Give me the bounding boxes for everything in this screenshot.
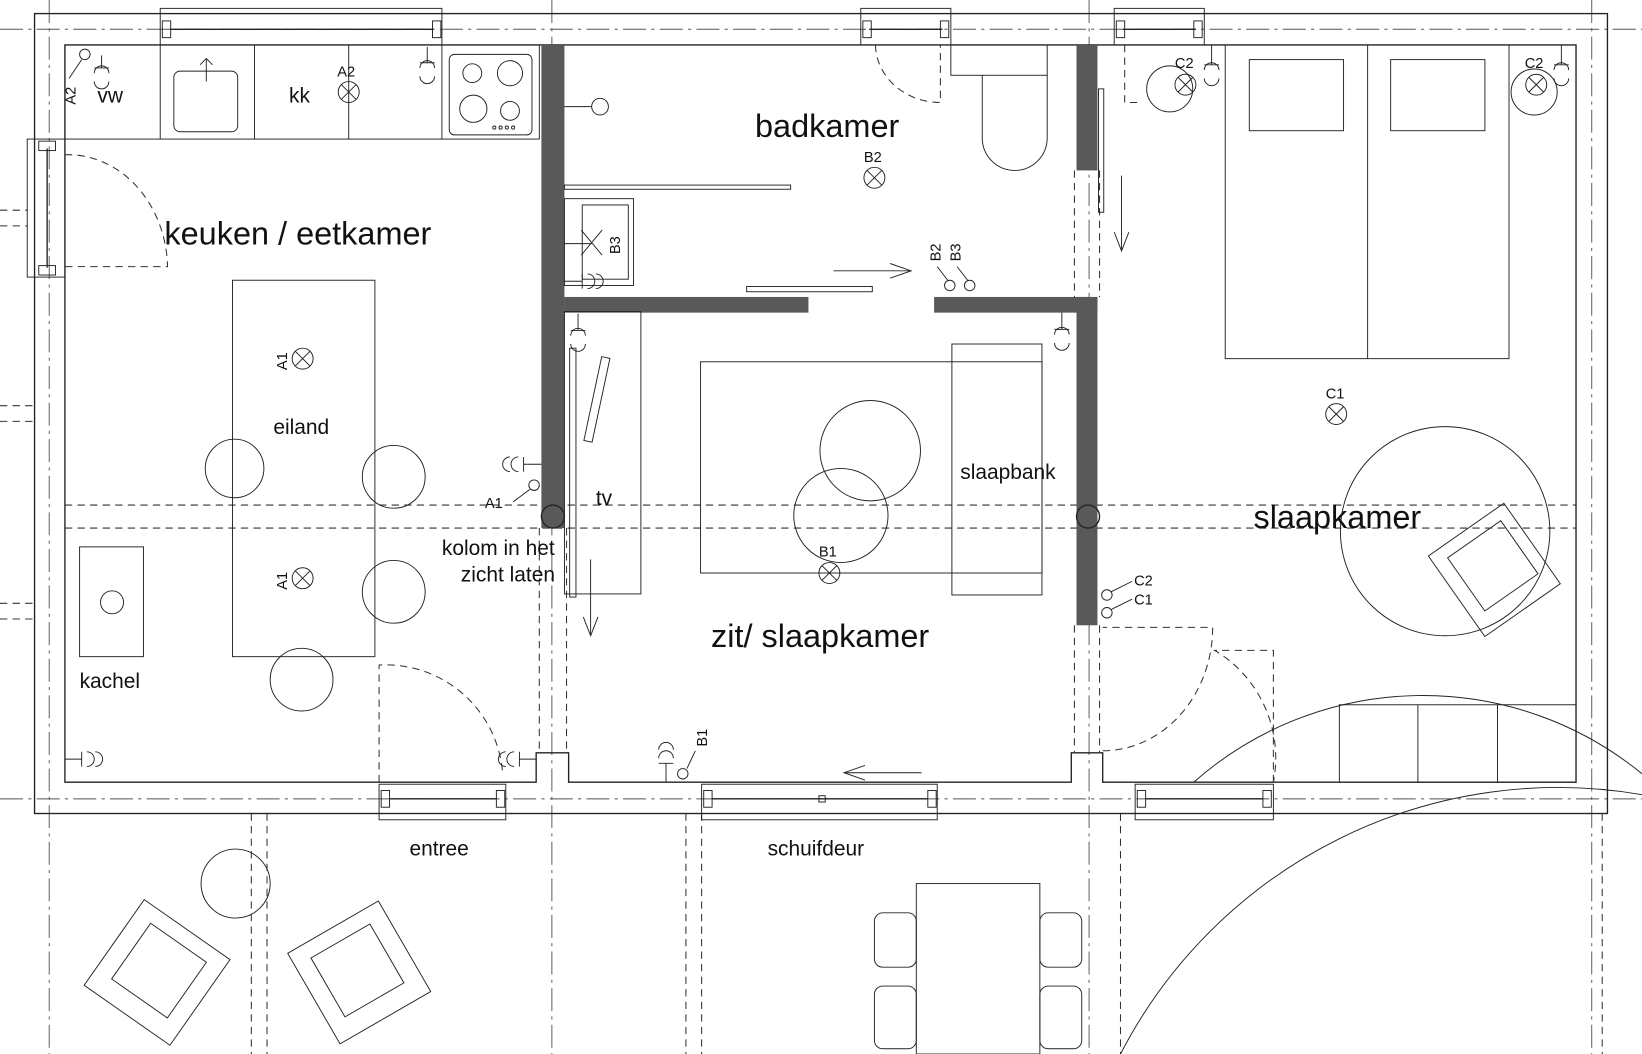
outlet-icon [570, 313, 586, 352]
room-label-bathroom: badkamer [755, 108, 899, 144]
outlet-icon [498, 751, 537, 767]
room-label-kitchen: keuken / eetkamer [164, 216, 431, 252]
door-entrance [378, 783, 507, 821]
symbol-label: C1 [1326, 386, 1345, 402]
switch-icon [512, 479, 540, 503]
outlet-icon [502, 456, 542, 473]
light-icon [863, 166, 886, 189]
symbol-label: C2 [1134, 574, 1153, 590]
window-bottom-bedroom [1134, 783, 1274, 821]
symbol-label: C1 [1134, 592, 1153, 608]
outlet-icon [1203, 44, 1220, 87]
symbol-label: A1 [275, 572, 291, 590]
symbol-label: A2 [337, 64, 355, 80]
symbol-label: B1 [819, 544, 837, 560]
light-icon [1325, 403, 1348, 425]
symbol-label: A1 [275, 352, 291, 370]
door-sliding [701, 783, 938, 821]
electrical-symbols [64, 44, 1570, 783]
label-column-line1: kolom in het [442, 537, 555, 560]
outlet-icon [1054, 312, 1070, 351]
label-vw: vw [97, 84, 123, 107]
switch-icon [677, 750, 696, 780]
symbol-label: A2 [63, 87, 79, 105]
cooktop-icon [448, 53, 533, 136]
outlet-icon [564, 273, 604, 290]
bed [1224, 44, 1510, 360]
window-top-bathroom [860, 7, 952, 46]
living-furniture [563, 311, 1043, 781]
symbol-label: B1 [695, 729, 711, 747]
outlet-icon [1553, 44, 1570, 87]
light-icon [291, 567, 314, 590]
light-icon [818, 562, 841, 584]
bedroom-furniture [1102, 44, 1642, 1054]
terrace-furniture [83, 848, 1083, 1054]
light-icon [1174, 73, 1197, 96]
switch-icon [936, 266, 976, 292]
label-island: eiland [273, 416, 329, 439]
interior-walls [538, 44, 1101, 753]
light-icon [564, 229, 603, 256]
outlet-icon [658, 742, 674, 783]
label-sofabed: slaapbank [960, 461, 1056, 484]
symbol-label: C2 [1175, 56, 1194, 72]
symbol-label: B2 [928, 244, 944, 262]
room-label-living: zit/ slaapkamer [711, 618, 929, 654]
light-icon [291, 347, 314, 370]
column-right [1075, 504, 1101, 529]
outlet-icon [93, 55, 110, 90]
room-label-bedroom: slaapkamer [1253, 499, 1421, 535]
door-swing-kitchen [64, 154, 169, 268]
label-tv: tv [596, 487, 613, 510]
symbol-label: B2 [864, 150, 882, 166]
windows [26, 7, 1274, 821]
window-top-bedroom [1113, 7, 1205, 46]
switch-icon [68, 48, 91, 79]
symbol-label: B3 [948, 244, 964, 262]
light-icon [1525, 73, 1548, 96]
label-sliding-door: schuifdeur [768, 837, 865, 860]
label-stove: kachel [80, 670, 140, 693]
symbol-label: B3 [608, 236, 624, 254]
kitchen-island [204, 279, 426, 712]
symbol-label: C2 [1525, 56, 1544, 72]
sink-icon [173, 70, 239, 133]
bathroom-fixtures [563, 44, 1130, 293]
outlet-icon [64, 751, 104, 767]
sofabed [951, 343, 1043, 596]
label-kk: kk [289, 84, 310, 107]
label-column-line2: zicht laten [461, 563, 555, 586]
label-entrance: entree [409, 837, 468, 860]
switch-icon [1101, 580, 1133, 619]
toilet-tank [950, 44, 1048, 76]
light-icon [337, 81, 360, 103]
door-swing-entrance [378, 664, 504, 783]
toilet-bowl [981, 75, 1048, 171]
outlet-icon [419, 47, 436, 85]
stove [79, 546, 144, 658]
window-left-kitchen [26, 138, 66, 278]
symbol-label: A1 [485, 496, 503, 512]
